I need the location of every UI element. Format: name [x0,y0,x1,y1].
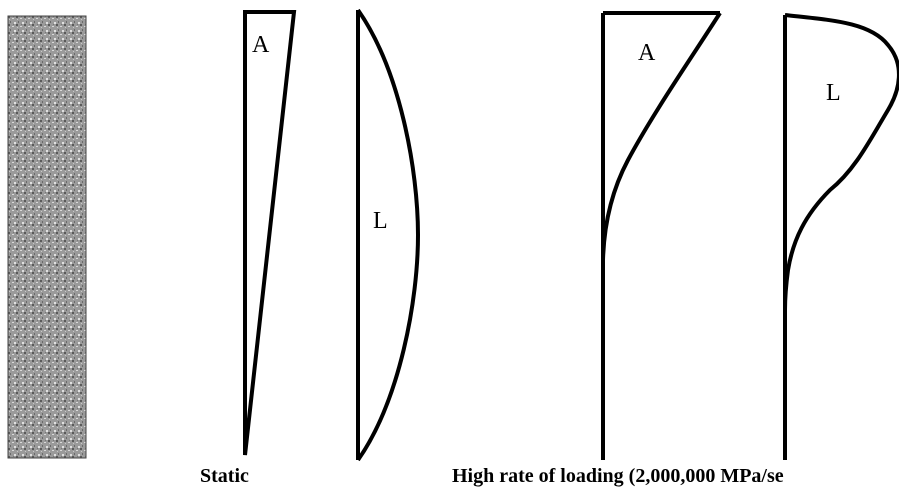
static-label-l: L [373,208,388,234]
static-axial-stress-profile [243,10,297,456]
static-lateral-stress-profile [356,8,421,462]
high-rate-lateral-stress-profile [783,13,899,311]
caption-static: Static [200,465,249,487]
concrete-specimen-image [7,15,87,459]
high-rate-label-a: A [638,40,656,66]
static-label-a: A [252,32,270,58]
high-rate-axial-stress-profile [601,11,722,261]
caption-high-rate-loading: High rate of loading (2,000,000 MPa/se [452,465,784,487]
high-rate-label-l: L [826,80,841,106]
